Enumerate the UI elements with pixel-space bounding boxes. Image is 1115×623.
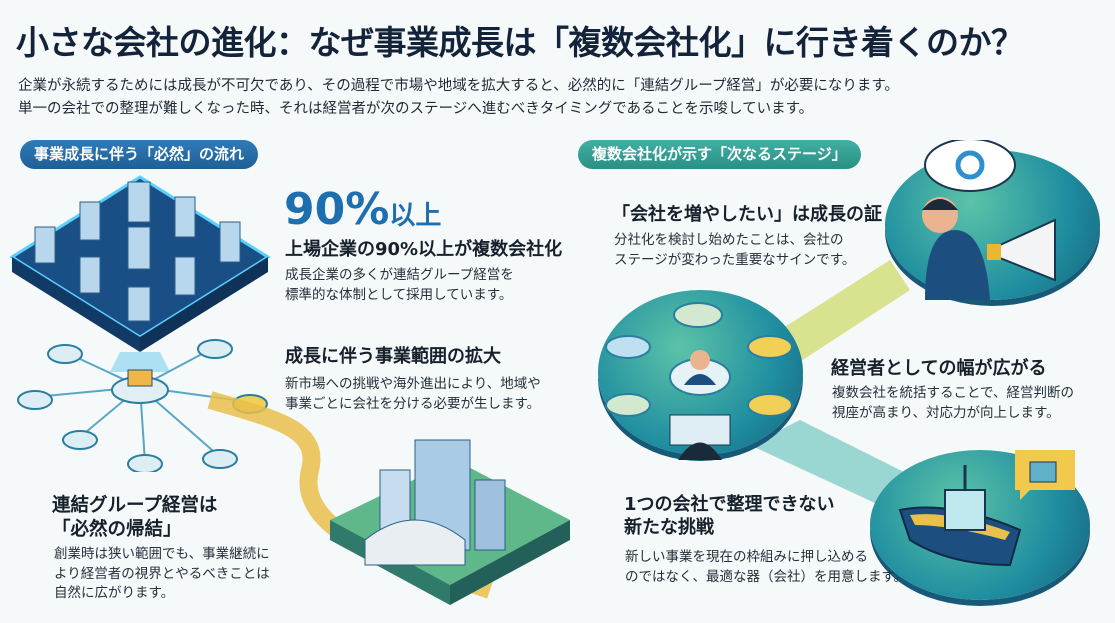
- growth-proof-body: 分社化を検討し始めたことは、会社のステージが変わった重要なサインです。: [614, 232, 856, 268]
- ship-new-venture-icon: [898, 450, 1075, 567]
- new-challenge-body: 新しい事業を現在の枠組みに押し込めるのではなく、最適な器（会社）を用意します。: [625, 549, 908, 585]
- connector-beams: [750, 260, 920, 510]
- broadened-scope-body: 複数会社を統括することで、経営判断の視座が高まり、対応力が向上します。: [832, 385, 1075, 421]
- subtitle-line-1: 企業が永続するためには成長が不可欠であり、その過程で市場や地域を拡大すると、必然…: [18, 78, 899, 94]
- page-title: 小さな会社の進化：なぜ事業成長は「複数会社化」に行き着くのか？: [16, 23, 1024, 62]
- subtitle-line-2: 単一の会社での整理が難しくなった時、それは経営者が次のステージへ進むべきタイミン…: [18, 101, 814, 117]
- group-companies-icon: [605, 302, 793, 460]
- left-section-pill: 事業成長に伴う「必然」の流れ: [20, 140, 259, 169]
- expansion-body: 新市場への挑戦や海外進出により、地域や事業ごとに会社を分ける必要が生します。: [285, 376, 541, 412]
- stat-90-percent: 90%以上: [284, 184, 442, 235]
- conclusion-body: 創業時は狭い範囲でも、事業継続により経営者の視界とやるべきことは自然に広がります…: [54, 546, 270, 602]
- city-road-illustration: [207, 391, 570, 605]
- conclusion-heading: 連結グループ経営は「必然の帰結」: [52, 495, 218, 541]
- stat-heading: 上場企業の90%以上が複数会社化: [285, 239, 563, 260]
- new-challenge-heading: 1つの会社で整理できない新たな挑戦: [624, 494, 835, 539]
- broadened-scope-heading: 経営者としての幅が広がる: [831, 358, 1047, 379]
- right-section-pill: 複数会社化が示す「次なるステージ」: [578, 140, 861, 169]
- growth-proof-heading: 「会社を増やしたい」は成長の証: [612, 204, 882, 225]
- expansion-heading: 成長に伴う事業範囲の拡大: [285, 346, 501, 367]
- leader-megaphone-icon: [922, 140, 1056, 300]
- building-network-illustration: [10, 175, 271, 472]
- stat-body: 成長企業の多くが連結グループ経営を標準的な体制として採用しています。: [285, 267, 514, 303]
